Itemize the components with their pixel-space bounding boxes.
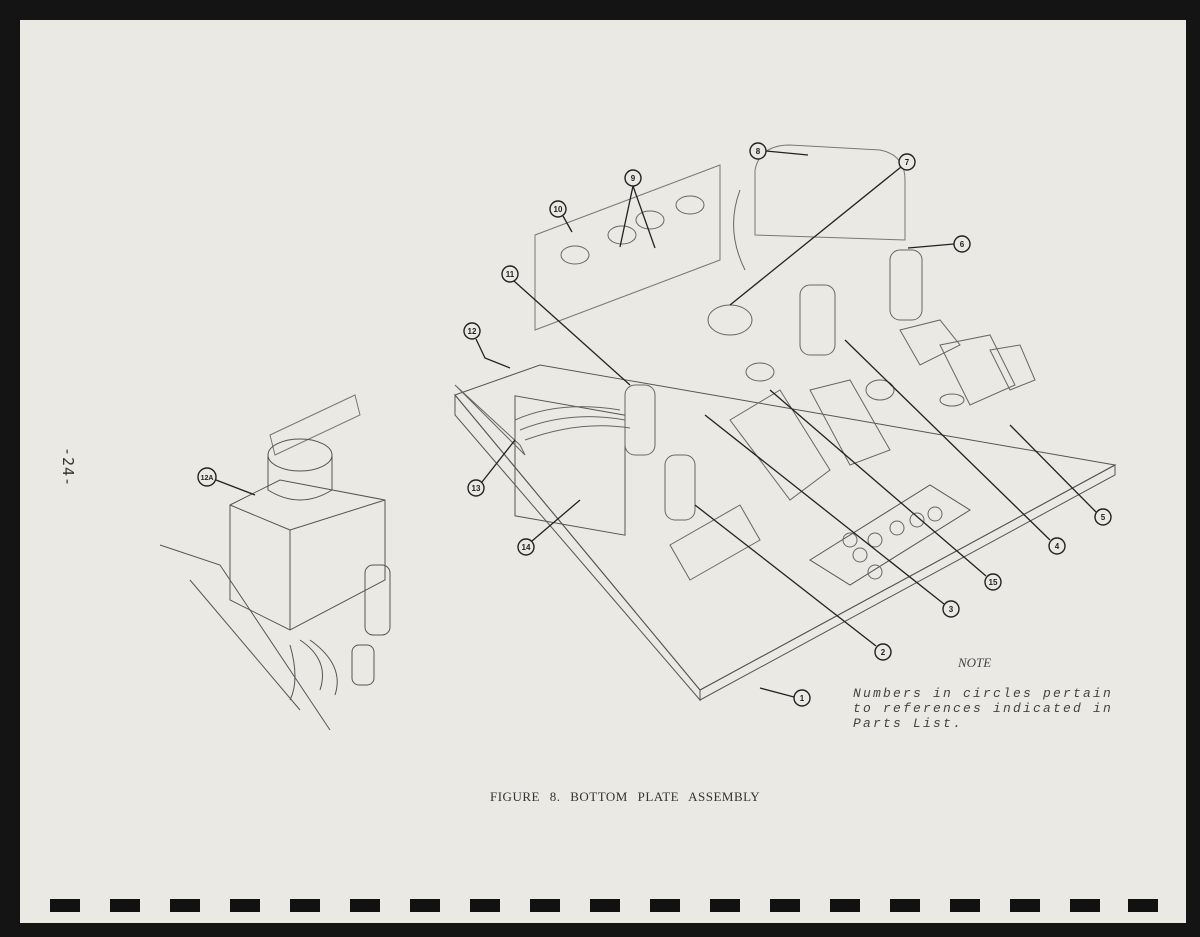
note-body: Numbers in circles pertain to references…: [853, 686, 1114, 731]
inset-assembly-12a: [159, 394, 391, 731]
svg-text:12A: 12A: [201, 475, 214, 482]
callout-11: 11: [501, 265, 519, 283]
callout-15: 15: [984, 573, 1002, 591]
svg-text:2: 2: [881, 648, 886, 657]
figure-caption: FIGURE 8. BOTTOM PLATE ASSEMBLY: [490, 789, 761, 804]
leader-lines: [215, 150, 1097, 698]
callout-13: 13: [467, 479, 485, 497]
callout-7: 7: [898, 153, 916, 171]
callout-5: 5: [1094, 508, 1112, 526]
callout-6: 6: [953, 235, 971, 253]
svg-text:3: 3: [949, 605, 954, 614]
svg-text:11: 11: [506, 270, 515, 279]
callout-12a: 12A: [197, 467, 217, 487]
callouts: 1 2 3 4 5 6 7 8 9 10 11 12 12A 13 14 15: [197, 142, 1112, 707]
svg-text:4: 4: [1055, 542, 1060, 551]
svg-text:6: 6: [960, 240, 965, 249]
callout-12: 12: [463, 322, 481, 340]
callout-8: 8: [749, 142, 767, 160]
svg-text:15: 15: [989, 578, 998, 587]
note-title: NOTE: [958, 655, 992, 670]
svg-text:10: 10: [554, 205, 563, 214]
callout-3: 3: [942, 600, 960, 618]
svg-text:1: 1: [800, 694, 805, 703]
svg-text:12: 12: [468, 327, 477, 336]
svg-text:9: 9: [631, 174, 636, 183]
callout-14: 14: [517, 538, 535, 556]
svg-text:7: 7: [905, 158, 910, 167]
callout-4: 4: [1048, 537, 1066, 555]
svg-text:5: 5: [1101, 513, 1106, 522]
callout-9: 9: [624, 169, 642, 187]
page-number: -24-: [59, 446, 78, 488]
callout-10: 10: [549, 200, 567, 218]
binding-marks: [50, 899, 1158, 912]
svg-text:8: 8: [756, 147, 761, 156]
callout-1: 1: [793, 689, 811, 707]
svg-text:13: 13: [472, 484, 481, 493]
callout-2: 2: [874, 643, 892, 661]
main-chassis: [454, 144, 1117, 702]
svg-text:14: 14: [522, 543, 531, 552]
